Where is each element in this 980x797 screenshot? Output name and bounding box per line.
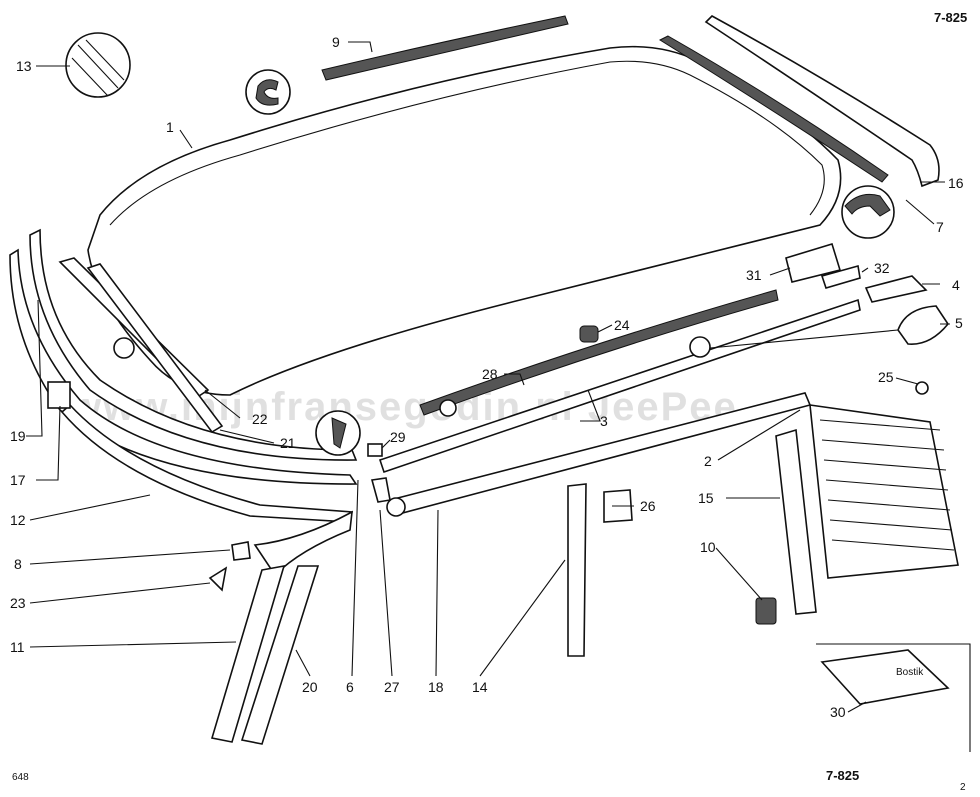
label-part-13: 13: [16, 58, 32, 74]
label-part-6: 6: [346, 679, 354, 695]
label-part-24: 24: [614, 317, 630, 333]
label-part-21: 21: [280, 435, 296, 451]
part-9-profile-detail: [255, 79, 279, 106]
label-part-15: 15: [698, 490, 714, 506]
label-part-11: 11: [10, 639, 25, 655]
part-28-clip-ring: [439, 399, 457, 417]
label-part-9: 9: [332, 34, 340, 50]
label-part-23: 23: [10, 595, 26, 611]
part-5-bracket: [897, 305, 949, 345]
part-15-post: [775, 428, 817, 615]
label-part-5: 5: [955, 315, 963, 331]
part-7-profile-detail: [844, 193, 891, 217]
part-6-end-piece: [253, 510, 353, 577]
part-2-screen-panel: [809, 404, 959, 579]
label-part-4: 4: [952, 277, 960, 293]
part-18-rod-end: [386, 497, 406, 517]
label-part-20: 20: [302, 679, 318, 695]
label-part-32: 32: [874, 260, 890, 276]
page-number-right: 2: [960, 782, 966, 793]
part-13-detail-circle: [65, 32, 131, 98]
label-part-1: 1: [166, 119, 174, 135]
part-5-detail-ring: [689, 336, 711, 358]
part-11-vertical-strip: [210, 564, 286, 743]
part-27-clip: [370, 477, 391, 503]
diagram-code-bottom: 7-825: [826, 768, 859, 783]
part-19-curved-trim: [9, 248, 358, 485]
label-part-30: 30: [830, 704, 846, 720]
label-part-14: 14: [472, 679, 488, 695]
label-part-26: 26: [640, 498, 656, 514]
leader-lines: [26, 41, 950, 713]
diagram-code-top: 7-825: [934, 10, 967, 25]
label-part-22: 22: [252, 411, 268, 427]
label-part-27: 27: [384, 679, 400, 695]
part-16-trim-strip: [704, 15, 940, 188]
part-21-channel-strip: [86, 263, 224, 434]
label-part-19: 19: [10, 428, 26, 444]
part-8-piece: [231, 541, 251, 561]
part-31-bracket: [785, 243, 842, 283]
part-23-piece: [208, 566, 228, 592]
part-4-bracket: [864, 275, 928, 303]
part-17-clip: [47, 381, 71, 409]
part-32-plate: [820, 264, 861, 289]
part-10-seal: [755, 597, 777, 625]
part-13-detail-lines: [71, 39, 125, 97]
label-part-7: 7: [936, 219, 944, 235]
part-30-adhesive-box: [820, 649, 950, 705]
page-number-left: 648: [12, 772, 29, 783]
part-2-screen-lines: [819, 419, 955, 551]
part-9-detail-circle: [245, 69, 291, 115]
part-1-inner-edge: [109, 60, 825, 226]
part-20-vertical-strip: [240, 565, 320, 745]
part-7-seal-strip: [658, 35, 889, 183]
label-part-8: 8: [14, 556, 22, 572]
label-part-17: 17: [10, 472, 26, 488]
part-30-frame: [816, 643, 971, 752]
part-12-curved-trim: [29, 228, 358, 461]
label-part-10: 10: [700, 539, 716, 555]
part-28-seal: [419, 289, 779, 416]
label-part-18: 18: [428, 679, 444, 695]
label-part-2: 2: [704, 453, 712, 469]
part-29-profile-detail: [331, 417, 347, 449]
part-29-clip: [367, 443, 383, 457]
label-part-3: 3: [600, 413, 608, 429]
part-1-panel: [87, 45, 842, 396]
label-part-12: 12: [10, 512, 26, 528]
label-part-31: 31: [746, 267, 762, 283]
label-part-16: 16: [948, 175, 964, 191]
label-part-29: 29: [390, 429, 406, 445]
part-24-grommet: [579, 325, 599, 343]
part-25-ring: [915, 381, 929, 395]
label-part-25: 25: [878, 369, 894, 385]
part-9-seal-strip: [321, 15, 569, 81]
part-14-rail: [567, 483, 587, 657]
part-22-ring: [113, 337, 135, 359]
label-part-28: 28: [482, 366, 498, 382]
part-30-box-label: Bostik: [896, 667, 924, 678]
